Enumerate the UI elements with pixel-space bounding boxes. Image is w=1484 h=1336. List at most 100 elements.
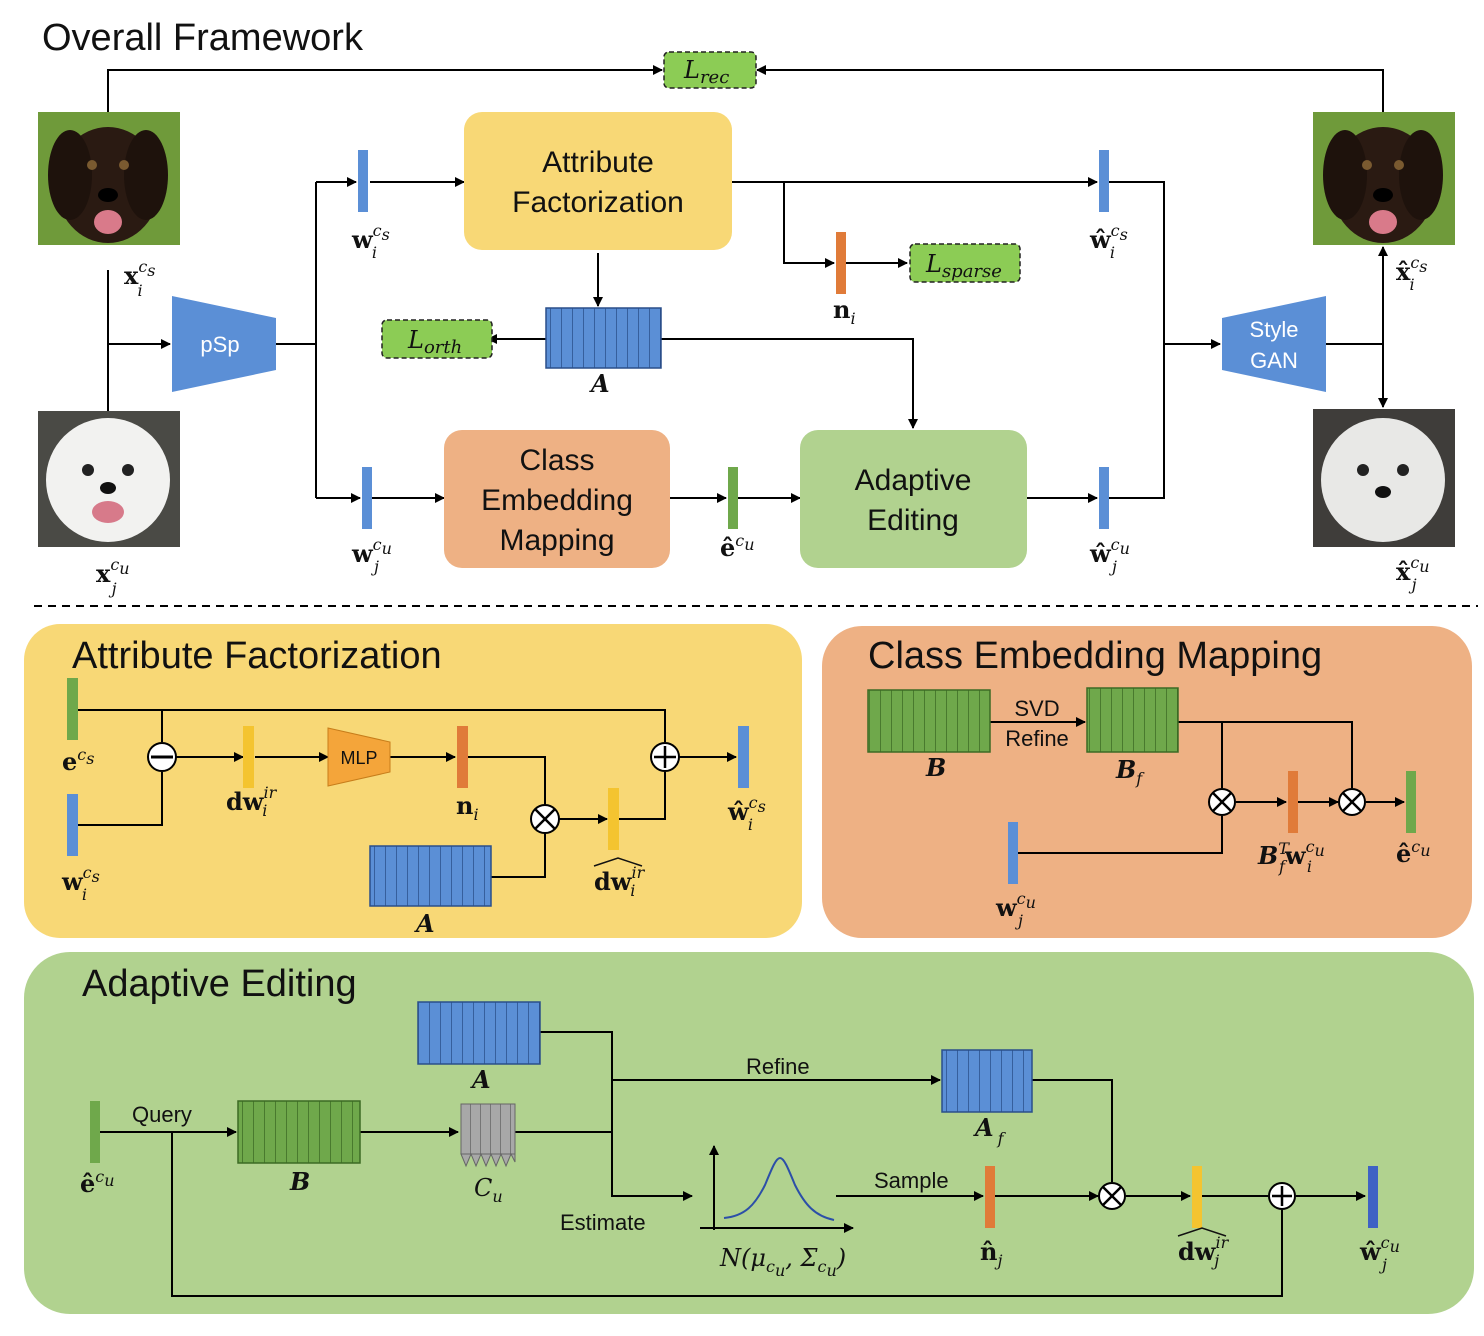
label-e-cs: ecs xyxy=(62,745,94,776)
svg-text:Attribute: Attribute xyxy=(542,146,654,179)
label-n-hat: n̂j xyxy=(980,1237,1002,1270)
label-b-ae: B xyxy=(289,1167,310,1196)
matrix-a-attr: A xyxy=(369,845,492,938)
gaussian-curve xyxy=(723,1156,835,1221)
overall-title: Overall Framework xyxy=(42,17,364,59)
matrix-b-ae xyxy=(237,1100,361,1164)
adaptive-editing-panel: Adaptive Editing xyxy=(24,952,1474,1314)
multiply-op-icon xyxy=(1208,788,1236,816)
vector-e-hat-cem xyxy=(1406,771,1416,833)
plus-op-icon xyxy=(650,742,680,772)
vector-n-i xyxy=(836,232,846,294)
attr-panel-title: Attribute Factorization xyxy=(72,635,442,677)
multiply-op-icon xyxy=(530,804,560,834)
attribute-factorization-panel: Attribute Factorization xyxy=(24,624,802,938)
output-image-i xyxy=(1313,112,1455,245)
matrix-bf xyxy=(1086,687,1179,753)
svg-text:MLP: MLP xyxy=(340,748,377,768)
svg-text:A: A xyxy=(414,909,435,938)
input-image-j xyxy=(38,411,180,547)
class-embedding-mapping-box: Class Embedding Mapping xyxy=(444,430,670,568)
mlp-block: MLP xyxy=(327,727,391,787)
label-query: Query xyxy=(132,1102,192,1127)
input-image-i xyxy=(38,112,180,245)
label-refine-cem: Refine xyxy=(1005,726,1069,751)
loss-sparse: Lsparse xyxy=(909,243,1021,283)
minus-op-icon xyxy=(147,742,177,772)
vector-w-cu xyxy=(1008,822,1018,884)
class-embedding-mapping-panel: Class Embedding Mapping SVD Refine B xyxy=(822,626,1472,938)
multiply-op-icon xyxy=(1098,1182,1126,1210)
vector-e-hat-ae xyxy=(90,1101,100,1163)
svg-text:Lrec: Lrec xyxy=(683,56,729,88)
svg-text:Adaptive: Adaptive xyxy=(855,464,972,497)
svg-text:GAN: GAN xyxy=(1250,348,1298,373)
vector-dwhat-ir xyxy=(608,788,619,850)
label-e-hat: êcu xyxy=(720,531,755,562)
svg-text:pSp: pSp xyxy=(200,332,239,357)
vector-what-i xyxy=(1099,150,1109,212)
matrix-a: A xyxy=(545,307,662,398)
adaptive-editing-box: Adaptive Editing xyxy=(800,430,1027,568)
svg-text:Factorization: Factorization xyxy=(512,186,684,219)
output-image-j xyxy=(1313,409,1455,547)
vector-w-i xyxy=(358,150,368,212)
plus-op-icon xyxy=(1268,1182,1296,1210)
ae-panel-title: Adaptive Editing xyxy=(82,963,357,1005)
label-sample: Sample xyxy=(874,1168,949,1193)
psp-encoder: pSp xyxy=(172,296,276,392)
label-b: B xyxy=(925,753,946,782)
attribute-factorization-box: Attribute Factorization xyxy=(464,112,732,250)
label-n-i-attr: ni xyxy=(456,791,479,824)
label-bf: Bf xyxy=(1115,755,1145,788)
vector-dw-hat xyxy=(1192,1166,1202,1228)
label-normal: N(μcu, Σcu) xyxy=(719,1244,846,1280)
vector-what-cs xyxy=(738,726,749,788)
matrix-a-ae xyxy=(417,1001,541,1065)
overall-connectors xyxy=(107,65,1388,503)
vector-dw-ir xyxy=(243,726,254,788)
vector-n-hat xyxy=(985,1166,995,1228)
svg-text:Embedding: Embedding xyxy=(481,484,633,517)
matrix-af xyxy=(941,1049,1033,1113)
cluster-cu xyxy=(460,1103,516,1168)
loss-orth: Lorth xyxy=(381,319,493,359)
loss-rec: Lrec xyxy=(663,51,757,89)
vector-what-j xyxy=(1099,467,1109,529)
multiply-op-icon xyxy=(1338,788,1366,816)
svg-text:Editing: Editing xyxy=(867,504,959,537)
svg-text:A: A xyxy=(589,369,610,398)
vector-e-cs xyxy=(67,678,78,740)
label-estimate: Estimate xyxy=(560,1210,646,1235)
vector-n-i-panel xyxy=(457,726,468,788)
vector-w-cs xyxy=(67,794,78,856)
vector-bft-w xyxy=(1288,771,1298,833)
label-e-hat-ae: êcu xyxy=(80,1167,115,1198)
matrix-b xyxy=(867,689,991,753)
label-e-hat-cem: êcu xyxy=(1396,837,1431,868)
vector-w-hat-ae xyxy=(1368,1166,1378,1228)
svg-text:Class: Class xyxy=(519,444,594,477)
svg-text:Style: Style xyxy=(1250,317,1299,342)
vector-e-hat xyxy=(728,467,738,529)
label-n-i: ni xyxy=(833,295,856,328)
svg-text:Lorth: Lorth xyxy=(407,326,462,358)
